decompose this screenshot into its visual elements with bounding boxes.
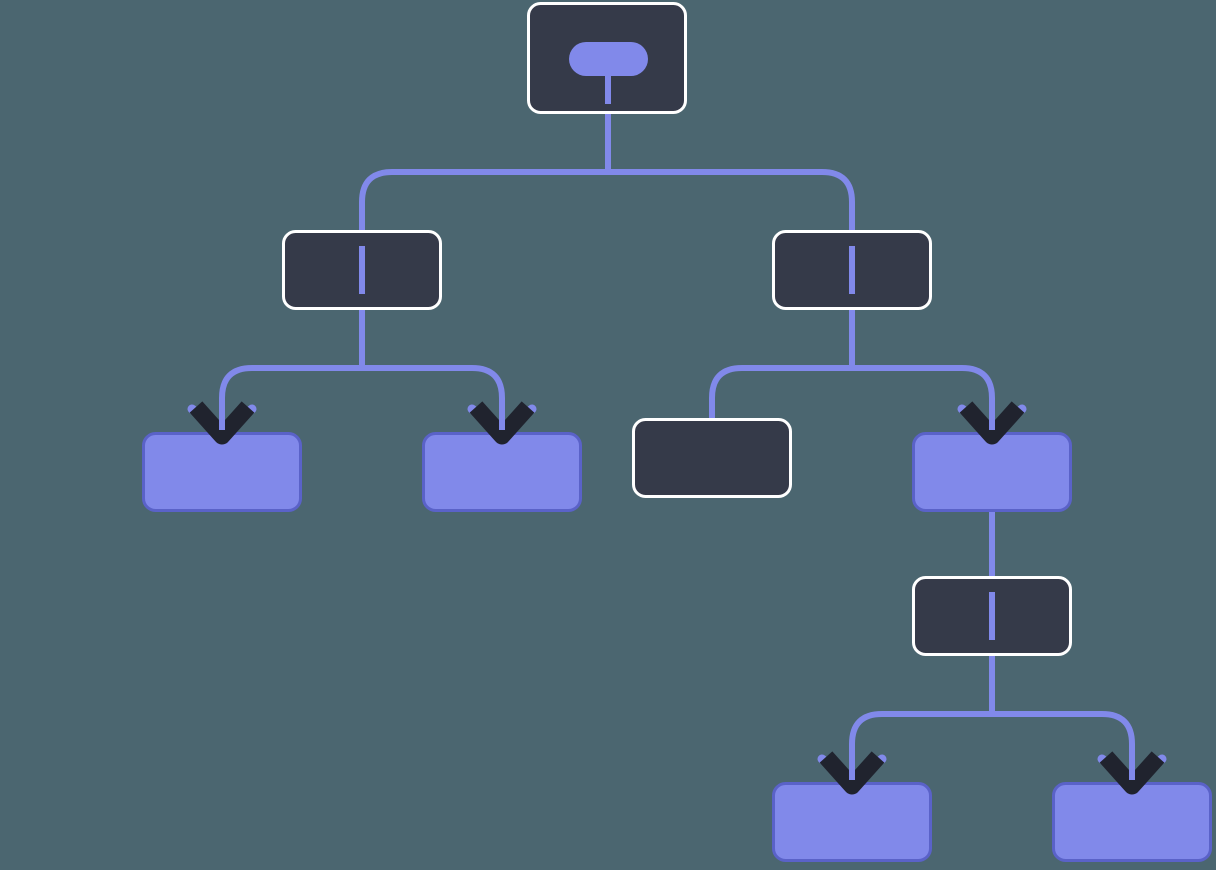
connector-root-to-branch-left [359, 169, 608, 240]
arrowhead-dark-icon [189, 401, 255, 445]
arrowhead-layer [187, 400, 1167, 795]
leaf-node-5[interactable] [1052, 782, 1212, 862]
arrowhead-dark-icon [1099, 751, 1165, 795]
connector-branch-left-to-leaf-1 [219, 365, 362, 434]
connector-sub-branch-to-leaf-4 [849, 711, 992, 784]
glyph-layer [359, 42, 995, 640]
leaf-node-4[interactable] [772, 782, 932, 862]
arrowhead-dark-icon [469, 401, 535, 445]
node-layer [142, 2, 1212, 862]
leaf-node-2[interactable] [422, 432, 582, 512]
connector-branch-right-to-dark-leaf [709, 365, 852, 420]
arrowhead-dark-icon [819, 751, 885, 795]
dark-leaf-node[interactable] [632, 418, 792, 498]
connector-sub-branch-to-leaf-5 [992, 711, 1135, 784]
arrowhead-dark-icon [959, 401, 1025, 445]
connector-layer [219, 40, 1135, 784]
leaf-node-3[interactable] [912, 432, 1072, 512]
connector-root-to-branch-right [608, 169, 855, 240]
connector-branch-left-to-leaf-2 [362, 365, 505, 434]
leaf-node-1[interactable] [142, 432, 302, 512]
connector-branch-right-to-leaf-3 [852, 365, 995, 434]
root-pill-glyph [569, 42, 648, 76]
